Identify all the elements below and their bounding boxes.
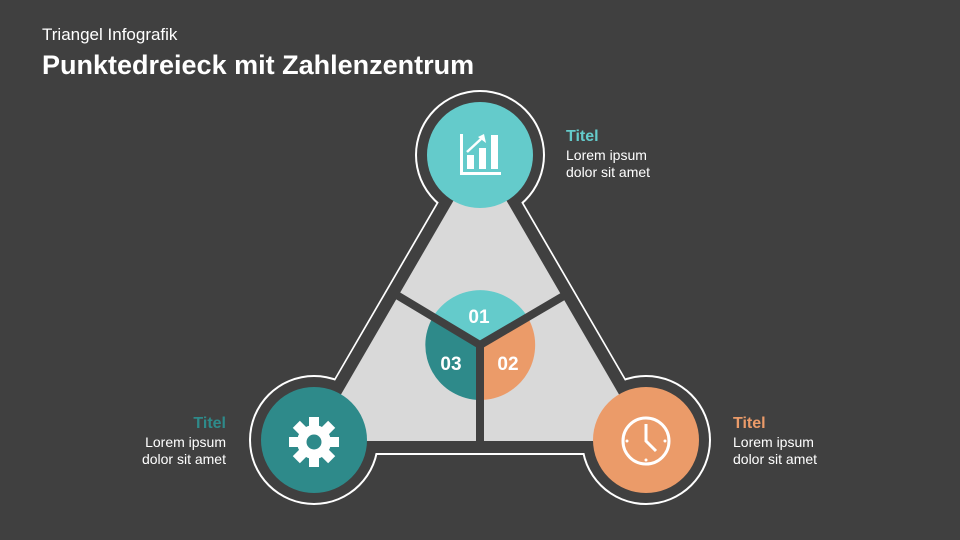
gear-icon	[289, 417, 339, 467]
label-top: Titel Lorem ipsum dolor sit amet	[566, 127, 766, 181]
center-number-01: 01	[468, 307, 490, 328]
label-left: Titel Lorem ipsum dolor sit amet	[26, 414, 226, 468]
bar-chart-icon	[460, 134, 501, 175]
label-right-line1: Lorem ipsum	[733, 434, 814, 450]
center-number-03: 03	[440, 354, 461, 375]
center-segment-01	[433, 290, 528, 345]
dividers	[392, 290, 570, 445]
label-right-title: Titel	[733, 415, 766, 432]
clock-icon	[621, 416, 671, 466]
label-left-line1: Lorem ipsum	[145, 434, 226, 450]
label-top-line1: Lorem ipsum	[566, 147, 647, 163]
slide-subtitle: Triangel Infografik	[42, 25, 178, 44]
center-number-02: 02	[497, 354, 518, 375]
label-top-title: Titel	[566, 128, 599, 145]
label-left-title: Titel	[193, 415, 226, 432]
label-top-line2: dolor sit amet	[566, 164, 651, 180]
label-right-line2: dolor sit amet	[733, 451, 818, 467]
label-right: Titel Lorem ipsum dolor sit amet	[733, 414, 933, 468]
slide-title: Punktedreieck mit Zahlenzentrum	[42, 50, 475, 80]
label-left-line2: dolor sit amet	[141, 451, 226, 467]
